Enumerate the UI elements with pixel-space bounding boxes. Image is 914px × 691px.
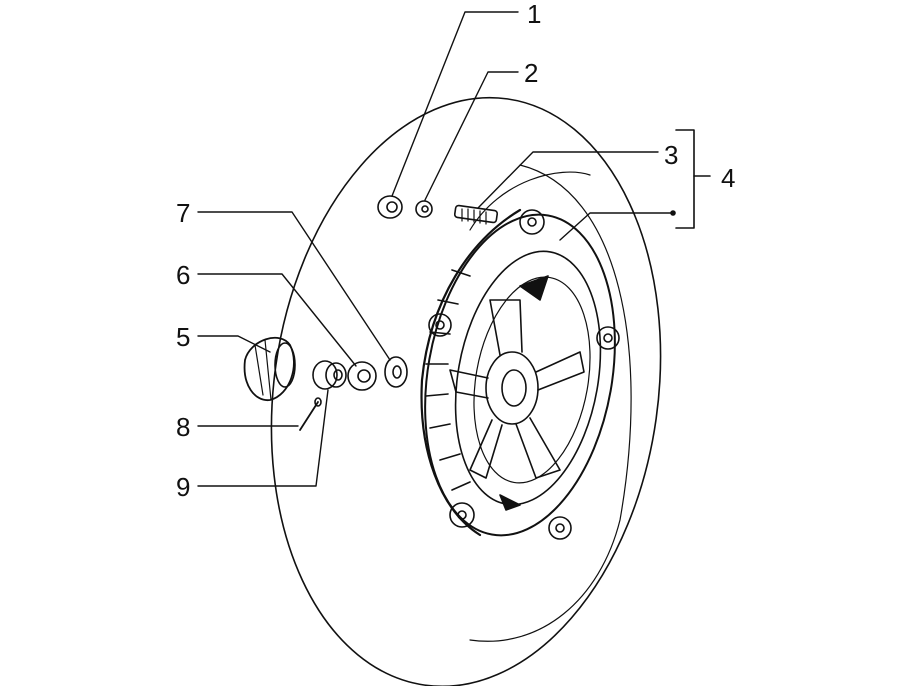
hub-center (485, 351, 539, 425)
castle-nut-part-9 (312, 360, 347, 390)
lug-bottom-left (449, 502, 475, 528)
rim-flange (424, 213, 616, 537)
leader-4-point (670, 210, 676, 216)
callout-8: 8 (176, 412, 191, 442)
callout-4: 4 (721, 163, 736, 193)
leader-6 (197, 273, 357, 367)
tyre-outline (270, 96, 662, 688)
lug-bottom-right (548, 516, 572, 540)
rim-hub-ring (473, 276, 591, 484)
callout-3: 3 (664, 140, 679, 170)
tyre-inner-arc (469, 171, 591, 231)
leader-9 (197, 389, 329, 487)
lug-right (596, 326, 620, 350)
stud-part-3 (453, 204, 499, 225)
lug-top (519, 209, 545, 235)
leader-7 (197, 211, 391, 361)
callout-1: 1 (527, 0, 542, 29)
nut-part-6 (347, 361, 377, 391)
callout-2: 2 (524, 58, 539, 88)
drum-shade-top (519, 275, 549, 301)
bracket-4 (675, 129, 695, 229)
hub-bore (501, 369, 527, 407)
drum-fins-detail (425, 269, 471, 491)
callout-9: 9 (176, 472, 191, 502)
leader-1 (391, 11, 519, 197)
washer-part-2 (415, 200, 433, 218)
lug-bottom-right-hole (555, 523, 565, 533)
tyre-inner-line (469, 164, 632, 642)
washer-part-7 (384, 356, 408, 388)
leader-3 (477, 151, 659, 209)
lug-top-hole (527, 217, 537, 227)
lug-left (428, 313, 452, 337)
lug-right-hole (603, 333, 613, 343)
nut-part-1 (377, 195, 403, 219)
leader-5 (197, 335, 271, 353)
drum-fins (420, 208, 522, 537)
callout-6: 6 (176, 260, 191, 290)
leader-2 (424, 71, 519, 201)
lug-left-hole (435, 320, 445, 330)
callout-5: 5 (176, 322, 191, 352)
lug-bottom-left-hole (457, 510, 467, 520)
drum-shade-bottom (499, 494, 521, 511)
leader-4-dot (559, 212, 673, 241)
hub-spokes (449, 299, 585, 479)
callout-7: 7 (176, 198, 191, 228)
hub-cap-part-5 (243, 336, 296, 401)
split-pin-part-8 (299, 397, 322, 431)
